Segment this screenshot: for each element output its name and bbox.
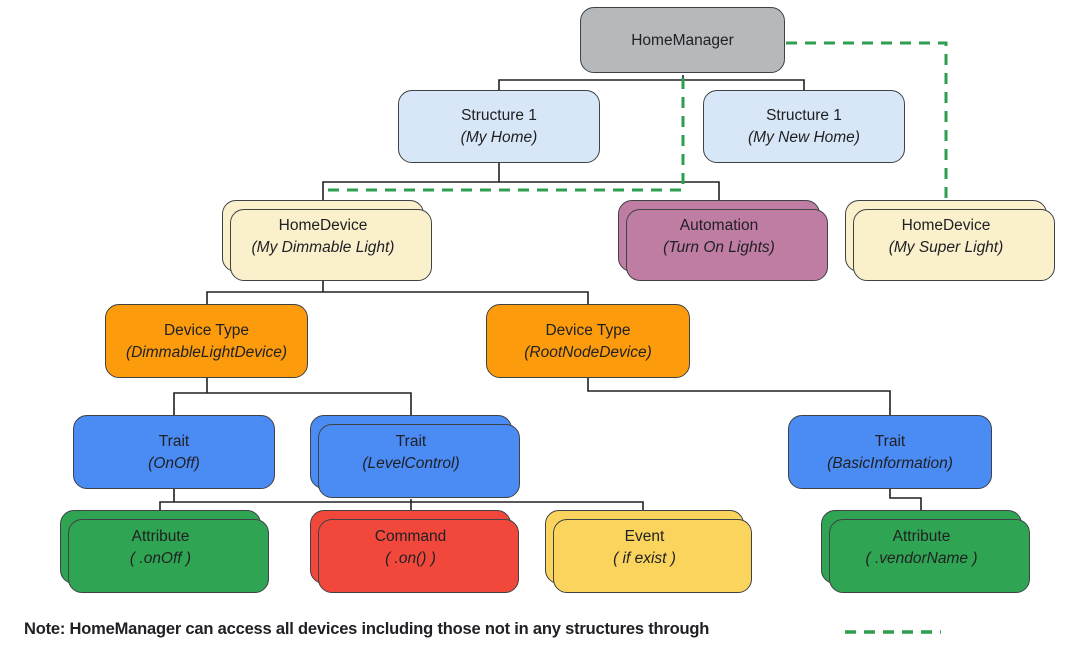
- dashed-link-homemanager-dimmablelight: [323, 78, 685, 192]
- node-structure-my-home: Structure 1 (My Home): [398, 90, 600, 163]
- connector-basicinfo-attribute: [889, 489, 922, 510]
- node-subtitle: ( .on() ): [385, 549, 436, 567]
- node-title: HomeManager: [631, 31, 734, 49]
- node-title: Structure 1: [766, 107, 842, 124]
- connector-device-devicetypes: [206, 281, 589, 304]
- node-devicetype-dimmablelightdevice: Device Type (DimmableLightDevice): [105, 304, 308, 378]
- node-homemanager: HomeManager: [580, 7, 785, 73]
- node-subtitle: (My Dimmable Light): [251, 238, 395, 256]
- node-title: Trait: [395, 432, 427, 450]
- node-subtitle: ( if exist ): [613, 549, 676, 567]
- node-title: HomeDevice: [901, 216, 991, 234]
- node-subtitle: (My Super Light): [888, 238, 1004, 256]
- node-title: Event: [624, 527, 665, 545]
- node-subtitle: ( .onOff ): [129, 549, 192, 567]
- connector-structure-devices: [322, 163, 720, 200]
- node-subtitle: (BasicInformation): [827, 454, 953, 472]
- node-attribute-onoff: Attribute ( .onOff ): [60, 510, 269, 593]
- node-title: Structure 1: [461, 107, 537, 124]
- connector-traits-members: [159, 489, 644, 510]
- connector-dimmable-traits: [173, 378, 412, 415]
- node-title: Trait: [874, 432, 906, 450]
- node-title: Attribute: [892, 527, 951, 545]
- node-homedevice-my-super-light: HomeDevice (My Super Light): [845, 200, 1055, 281]
- node-subtitle: (DimmableLightDevice): [125, 343, 288, 361]
- node-subtitle: (My New Home): [748, 129, 860, 146]
- node-command-on: Command ( .on() ): [310, 510, 519, 593]
- connector-rootnode-trait: [587, 378, 891, 415]
- node-attribute-vendorname: Attribute ( .vendorName ): [821, 510, 1030, 593]
- node-trait-onoff: Trait (OnOff): [73, 415, 275, 489]
- node-trait-basicinformation: Trait (BasicInformation): [788, 415, 992, 489]
- node-trait-levelcontrol: Trait (LevelControl): [310, 415, 520, 498]
- node-title: Command: [374, 527, 447, 545]
- node-title: Device Type: [545, 321, 631, 339]
- footnote: Note: HomeManager can access all devices…: [24, 620, 824, 639]
- node-title: Trait: [158, 432, 190, 450]
- node-homedevice-my-dimmable-light: HomeDevice (My Dimmable Light): [222, 200, 432, 281]
- footnote-text: Note: HomeManager can access all devices…: [24, 620, 710, 638]
- node-subtitle: (LevelControl): [362, 454, 460, 472]
- node-title: Attribute: [131, 527, 190, 545]
- node-structure-my-new-home: Structure 1 (My New Home): [703, 90, 905, 163]
- node-subtitle: (My Home): [460, 129, 538, 146]
- node-devicetype-rootnodedevice: Device Type (RootNodeDevice): [486, 304, 690, 378]
- dashed-link-homemanager-superlight: [786, 41, 948, 198]
- node-title: HomeDevice: [278, 216, 368, 234]
- node-automation-turn-on-lights: Automation (Turn On Lights): [618, 200, 828, 281]
- node-subtitle: (Turn On Lights): [663, 238, 775, 256]
- node-title: Automation: [679, 216, 759, 234]
- node-subtitle: (OnOff): [148, 454, 200, 472]
- node-event-if-exist: Event ( if exist ): [545, 510, 752, 593]
- node-title: Device Type: [163, 321, 249, 339]
- node-subtitle: ( .vendorName ): [865, 549, 978, 567]
- node-subtitle: (RootNodeDevice): [524, 343, 652, 361]
